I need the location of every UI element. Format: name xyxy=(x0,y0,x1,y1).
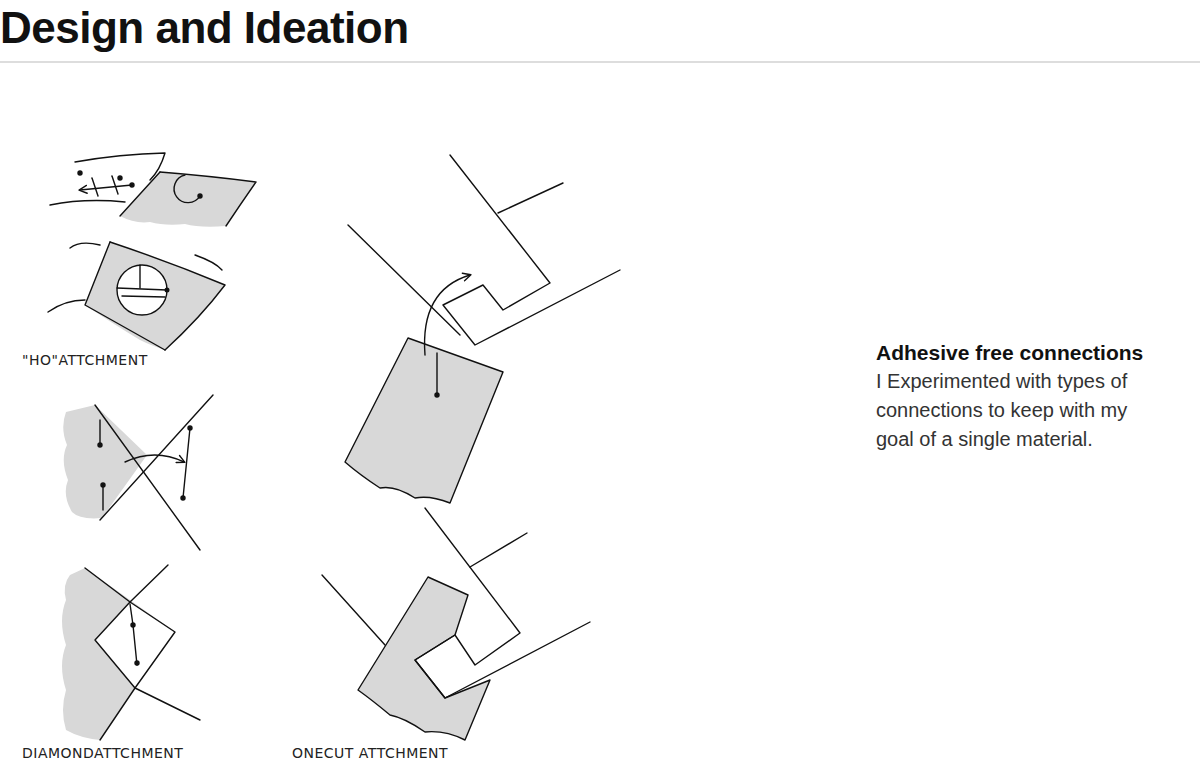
page-title: Design and Ideation xyxy=(0,2,409,54)
diamond-slit-sketch xyxy=(63,395,213,550)
diamond-attachment-sketch xyxy=(62,565,200,740)
section-body: I Experimented with types of connections… xyxy=(876,367,1154,454)
sketch-label: DIAMONDATTCHMENT xyxy=(20,744,185,762)
section-heading: Adhesive free connections xyxy=(876,339,1143,367)
sketch-label: "HO"ATTCHMENT xyxy=(20,351,150,369)
title-rule xyxy=(0,62,1200,63)
ho-sheets-sketch xyxy=(50,153,256,227)
ho-slot-sketch xyxy=(48,242,225,350)
sketch-label: ONECUT ATTCHMENT xyxy=(290,744,450,762)
onecut-slot-sketch xyxy=(345,155,620,503)
onecut-attachment-sketch xyxy=(322,508,590,740)
